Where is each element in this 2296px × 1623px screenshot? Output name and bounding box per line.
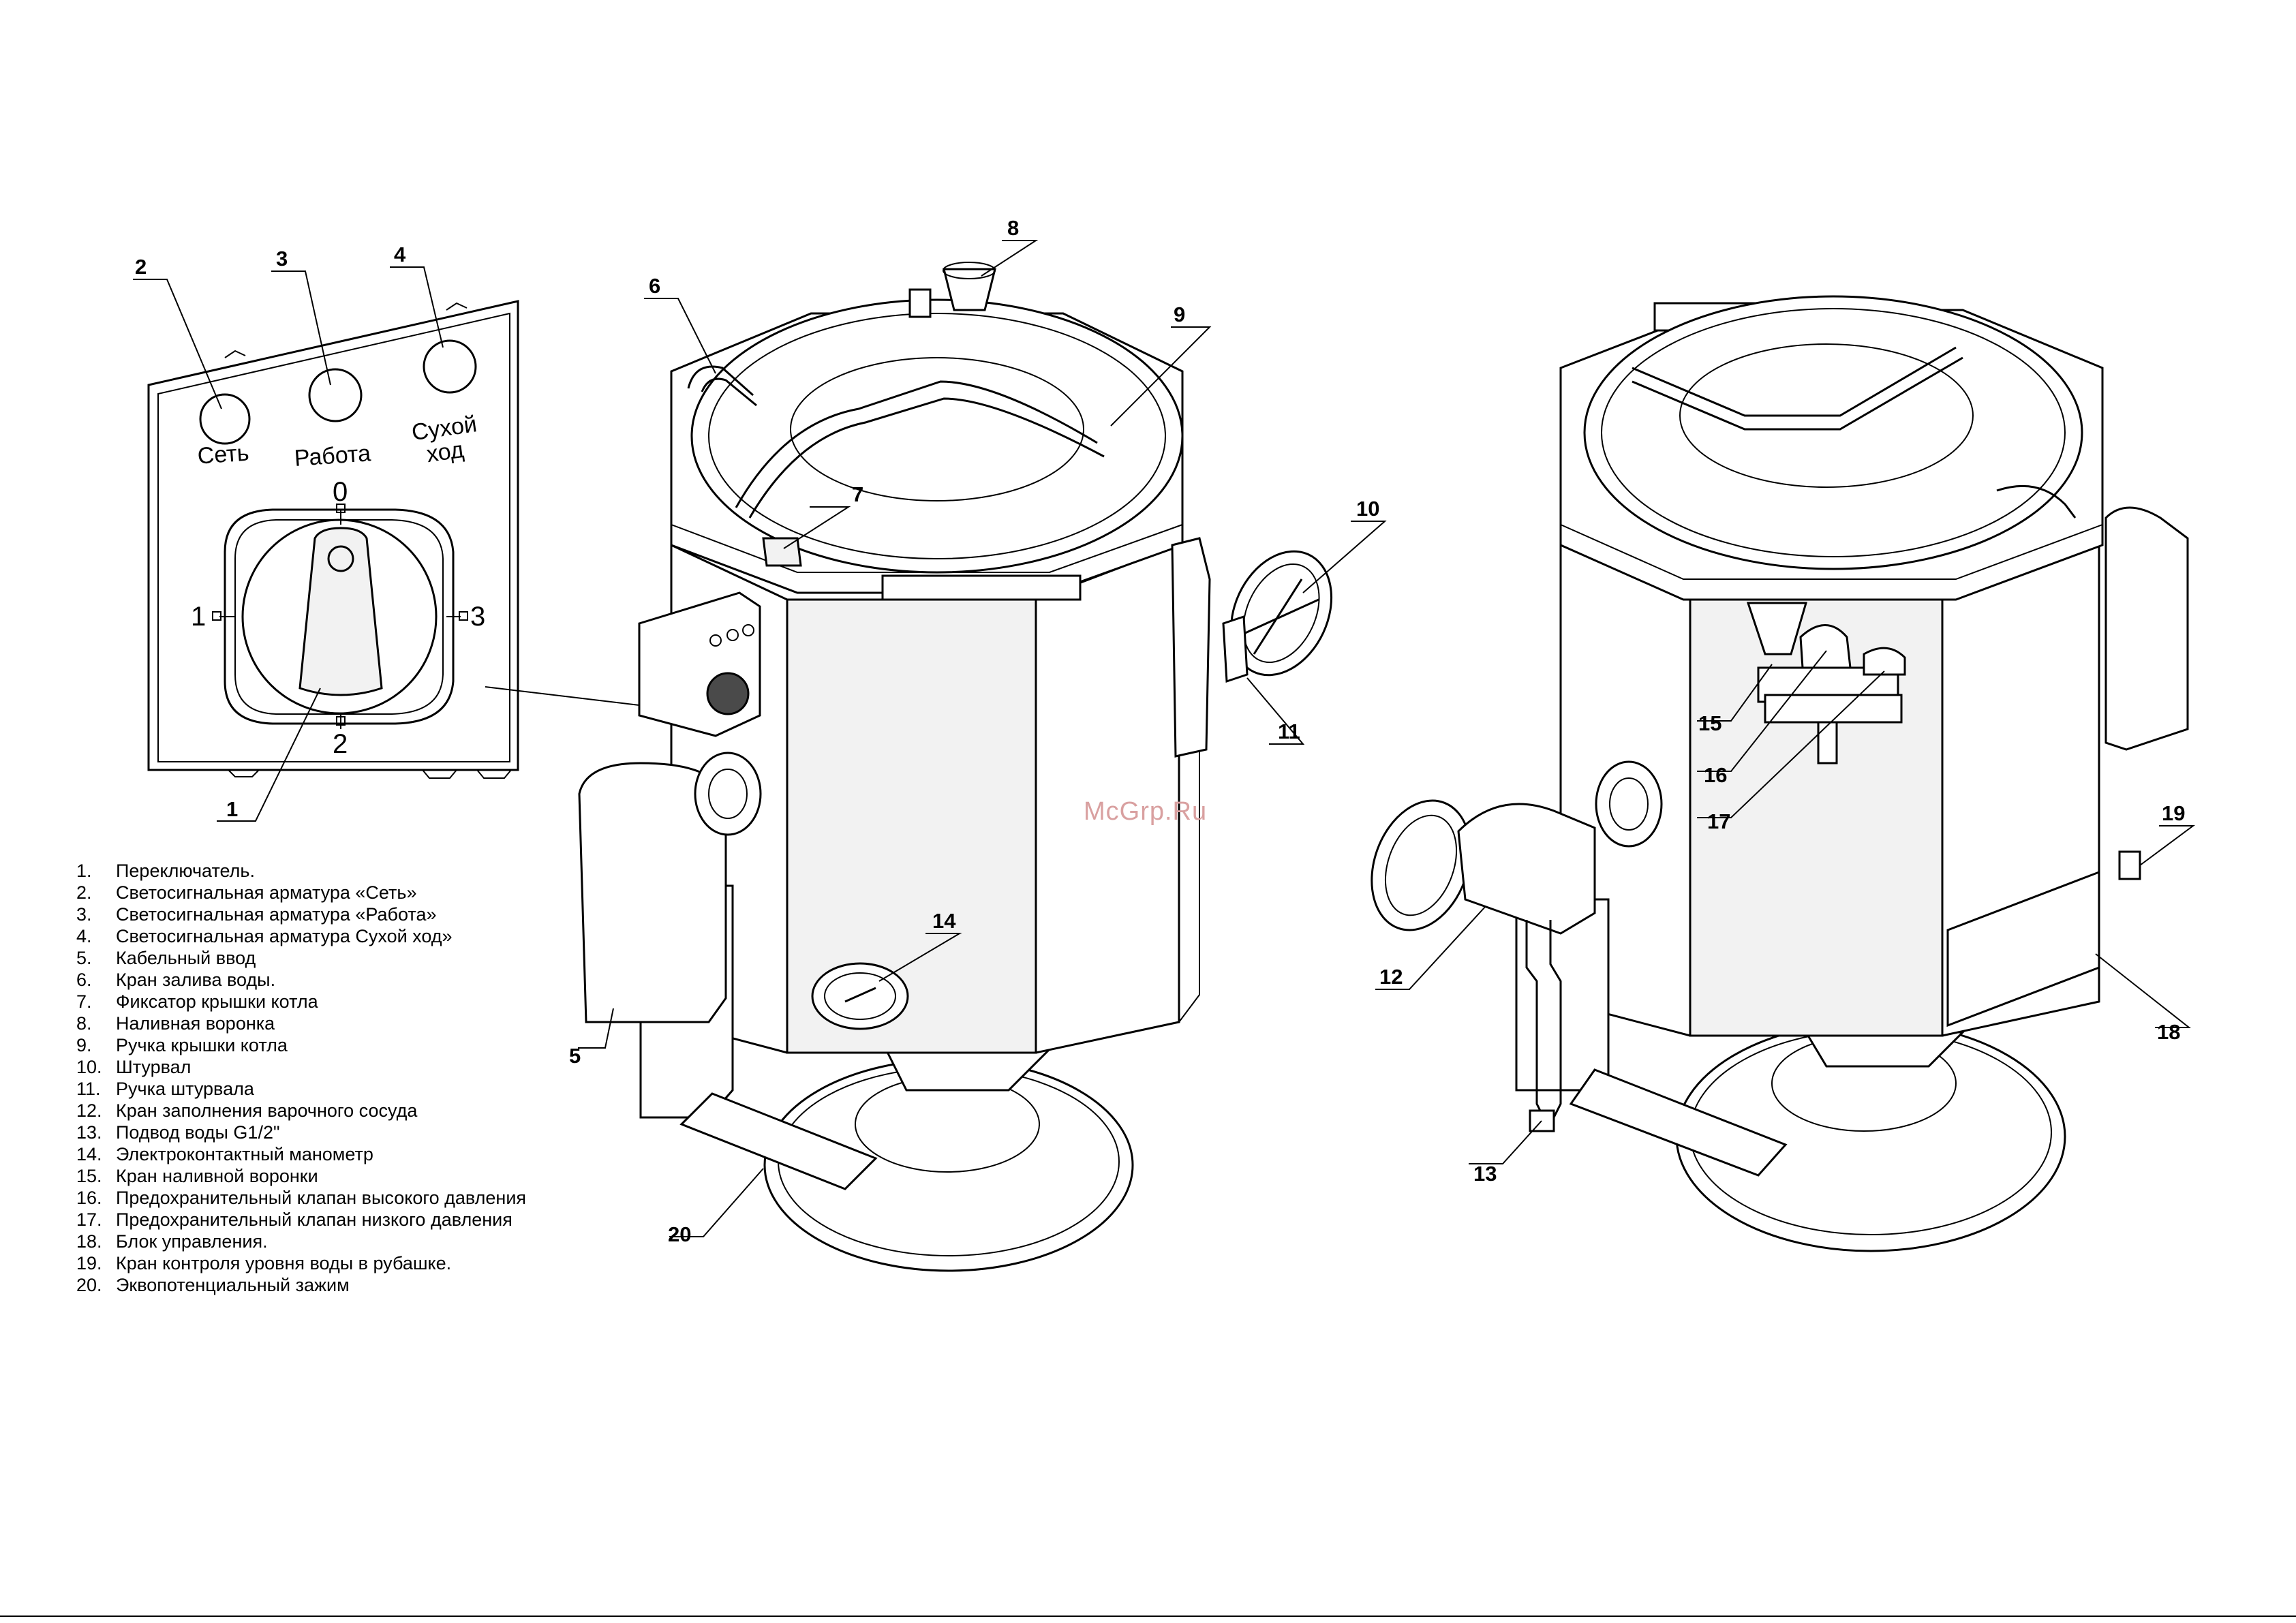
dial-pos-2: 2 — [333, 729, 348, 759]
callout-numbers: 1 2 3 4 5 6 7 8 9 10 11 12 13 14 15 16 1… — [135, 216, 2185, 1246]
legend-item-9: 9.Ручка крышки котла — [76, 1035, 288, 1055]
legend-item-16: 16.Предохранительный клапан высокого дав… — [76, 1188, 527, 1208]
lamp-label-rabota: Работа — [294, 440, 372, 472]
lamp-label-set: Сеть — [197, 440, 250, 469]
callout-20: 20 — [668, 1222, 691, 1246]
callout-14: 14 — [932, 909, 956, 933]
lamp-rabota — [308, 368, 363, 422]
callout-3: 3 — [276, 247, 288, 270]
dial-pos-1: 1 — [191, 602, 206, 632]
callout-11: 11 — [1278, 720, 1300, 743]
legend-item-8: 8.Наливная воронка — [76, 1013, 275, 1034]
legend-item-13: 13.Подвод воды G1/2" — [76, 1122, 280, 1143]
callout-leaders — [133, 240, 2196, 1237]
callout-8: 8 — [1007, 216, 1019, 240]
callout-16: 16 — [1704, 763, 1727, 787]
dial-pos-3: 3 — [470, 602, 485, 632]
legend-item-6: 6.Кран залива воды. — [76, 970, 276, 990]
callout-15: 15 — [1698, 711, 1721, 735]
control-panel-detail: Сеть Работа Сухой ход 0 1 2 3 — [147, 300, 737, 779]
lamp-set — [199, 393, 251, 445]
legend-item-18: 18.Блок управления. — [76, 1231, 268, 1252]
callout-1: 1 — [226, 797, 238, 821]
legend-item-14: 14.Электроконтактный манометр — [76, 1144, 373, 1164]
kettle-front-view — [578, 262, 1333, 1272]
kettle-rear-view — [1371, 295, 2189, 1252]
legend-item-19: 19.Кран контроля уровня воды в рубашке. — [76, 1253, 452, 1273]
callout-19: 19 — [2162, 801, 2185, 825]
watermark: McGrp.Ru — [1084, 797, 1208, 826]
callout-10: 10 — [1356, 497, 1379, 521]
legend-item-1: 1.Переключатель. — [76, 861, 255, 881]
legend-item-5: 5.Кабельный ввод — [76, 948, 256, 968]
legend-item-20: 20.Эквопотенциальный зажим — [76, 1275, 350, 1295]
legend-item-7: 7.Фиксатор крышки котла — [76, 991, 318, 1012]
legend-item-2: 2.Светосигнальная арматура «Сеть» — [76, 882, 417, 903]
dial-pos-0: 0 — [333, 477, 348, 507]
legend-item-15: 15.Кран наливной воронки — [76, 1166, 318, 1186]
parts-legend: 1.Переключатель. 2.Светосигнальная армат… — [76, 860, 526, 1296]
callout-13: 13 — [1473, 1162, 1497, 1186]
callout-7: 7 — [852, 482, 863, 506]
callout-17: 17 — [1707, 809, 1730, 833]
callout-2: 2 — [135, 255, 147, 279]
callout-5: 5 — [569, 1044, 581, 1068]
lamp-suhoy-hod — [423, 339, 477, 394]
legend-item-4: 4.Светосигнальная арматура Сухой ход» — [76, 926, 453, 946]
legend-item-17: 17.Предохранительный клапан низкого давл… — [76, 1209, 512, 1230]
callout-12: 12 — [1379, 965, 1403, 989]
legend-item-12: 12.Кран заполнения варочного сосуда — [76, 1100, 418, 1121]
callout-4: 4 — [394, 243, 406, 266]
callout-9: 9 — [1174, 303, 1185, 326]
callout-18: 18 — [2157, 1020, 2180, 1044]
callout-6: 6 — [649, 274, 660, 298]
legend-item-10: 10.Штурвал — [76, 1057, 192, 1077]
lamp-label-hod: ход — [425, 437, 465, 467]
legend-item-3: 3.Светосигнальная арматура «Работа» — [76, 904, 437, 925]
legend-item-11: 11.Ручка штурвала — [76, 1079, 254, 1099]
